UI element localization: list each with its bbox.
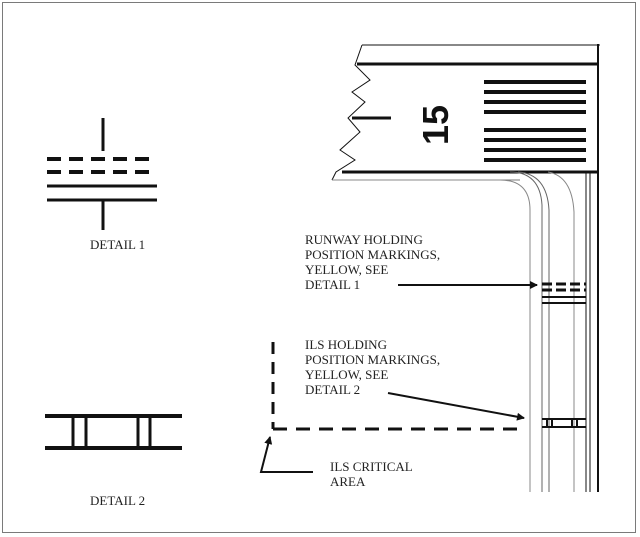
callout-line: AREA <box>330 474 366 489</box>
runway-break-edge <box>331 44 371 181</box>
ils-holding-marking <box>542 418 586 428</box>
callout-line: RUNWAY HOLDING <box>305 232 423 247</box>
callout-line: POSITION MARKINGS, <box>305 247 441 262</box>
arrow-ils-holding <box>387 392 525 421</box>
callout-line: DETAIL 1 <box>305 277 361 292</box>
callout-line: YELLOW, SEE <box>305 367 389 382</box>
runway-number: 15 <box>415 105 456 145</box>
detail1-symbol <box>47 118 157 230</box>
taxiway <box>332 171 591 492</box>
callout-line: DETAIL 2 <box>305 382 361 397</box>
callout-line: ILS CRITICAL <box>330 459 413 474</box>
ils-critical-area-boundary <box>271 342 517 431</box>
detail2-symbol <box>45 414 182 450</box>
threshold-bars <box>484 80 586 162</box>
callout-line: ILS HOLDING <box>305 337 387 352</box>
arrow-ils-critical <box>259 436 313 473</box>
detail2-label: DETAIL 2 <box>90 493 146 508</box>
runway-holding-marking <box>542 282 586 304</box>
callout-line: POSITION MARKINGS, <box>305 352 441 367</box>
detail1-label: DETAIL 1 <box>90 237 146 252</box>
runway <box>331 44 600 492</box>
callout-line: YELLOW, SEE <box>305 262 389 277</box>
